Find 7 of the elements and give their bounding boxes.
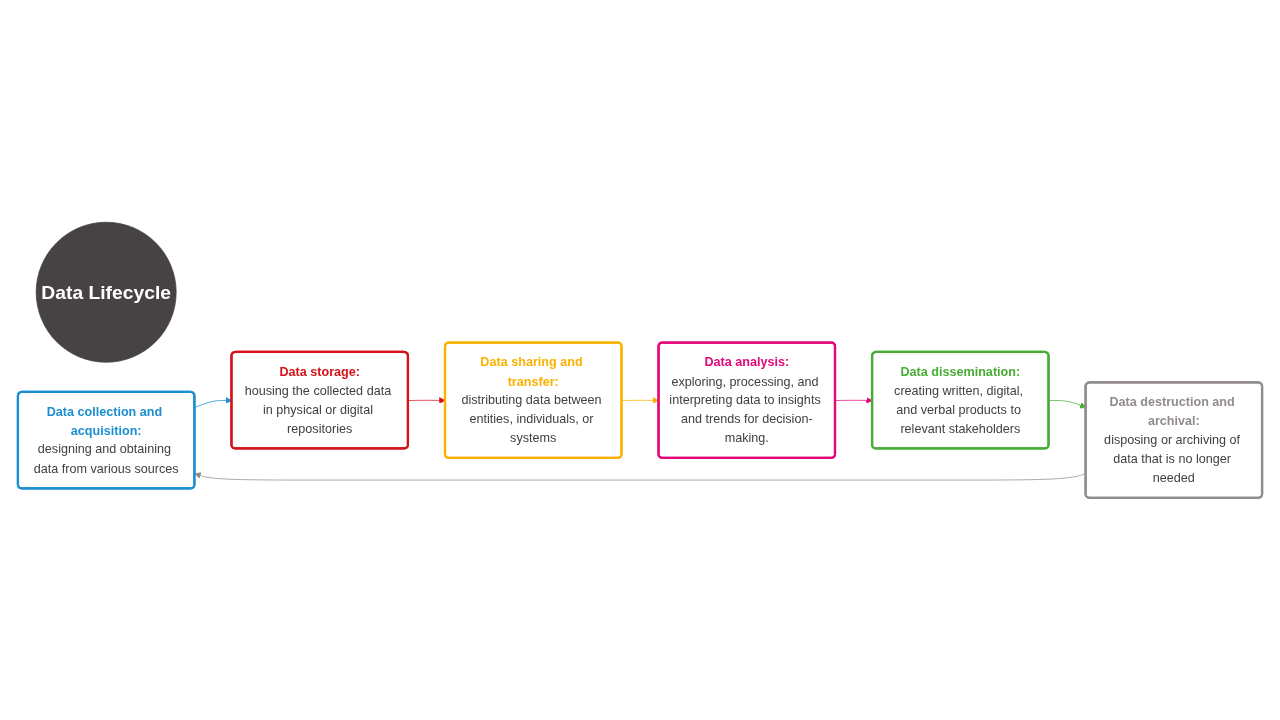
stage-box: Data dissemination: creating written, digital, and verbal products to relevant stakeholders: [870, 350, 1050, 450]
stage-box: Data destruction and archival: disposing or archiving of data that is no longer needed: [1084, 381, 1264, 499]
stage-box: Data storage: housing the collected data in physical or digital repositories: [230, 350, 410, 450]
stage-box: Data sharing and transfer: distributing data between entities, individuals, or systems: [443, 341, 623, 459]
hub-circle: Data Lifecycle: [35, 221, 177, 363]
stage-box: Data collection and acquisition: designing and obtaining data from various sources: [16, 390, 196, 490]
stage-box: Data analysis: exploring, processing, and interpreting data to insights and trends for decision-making.: [657, 341, 837, 459]
